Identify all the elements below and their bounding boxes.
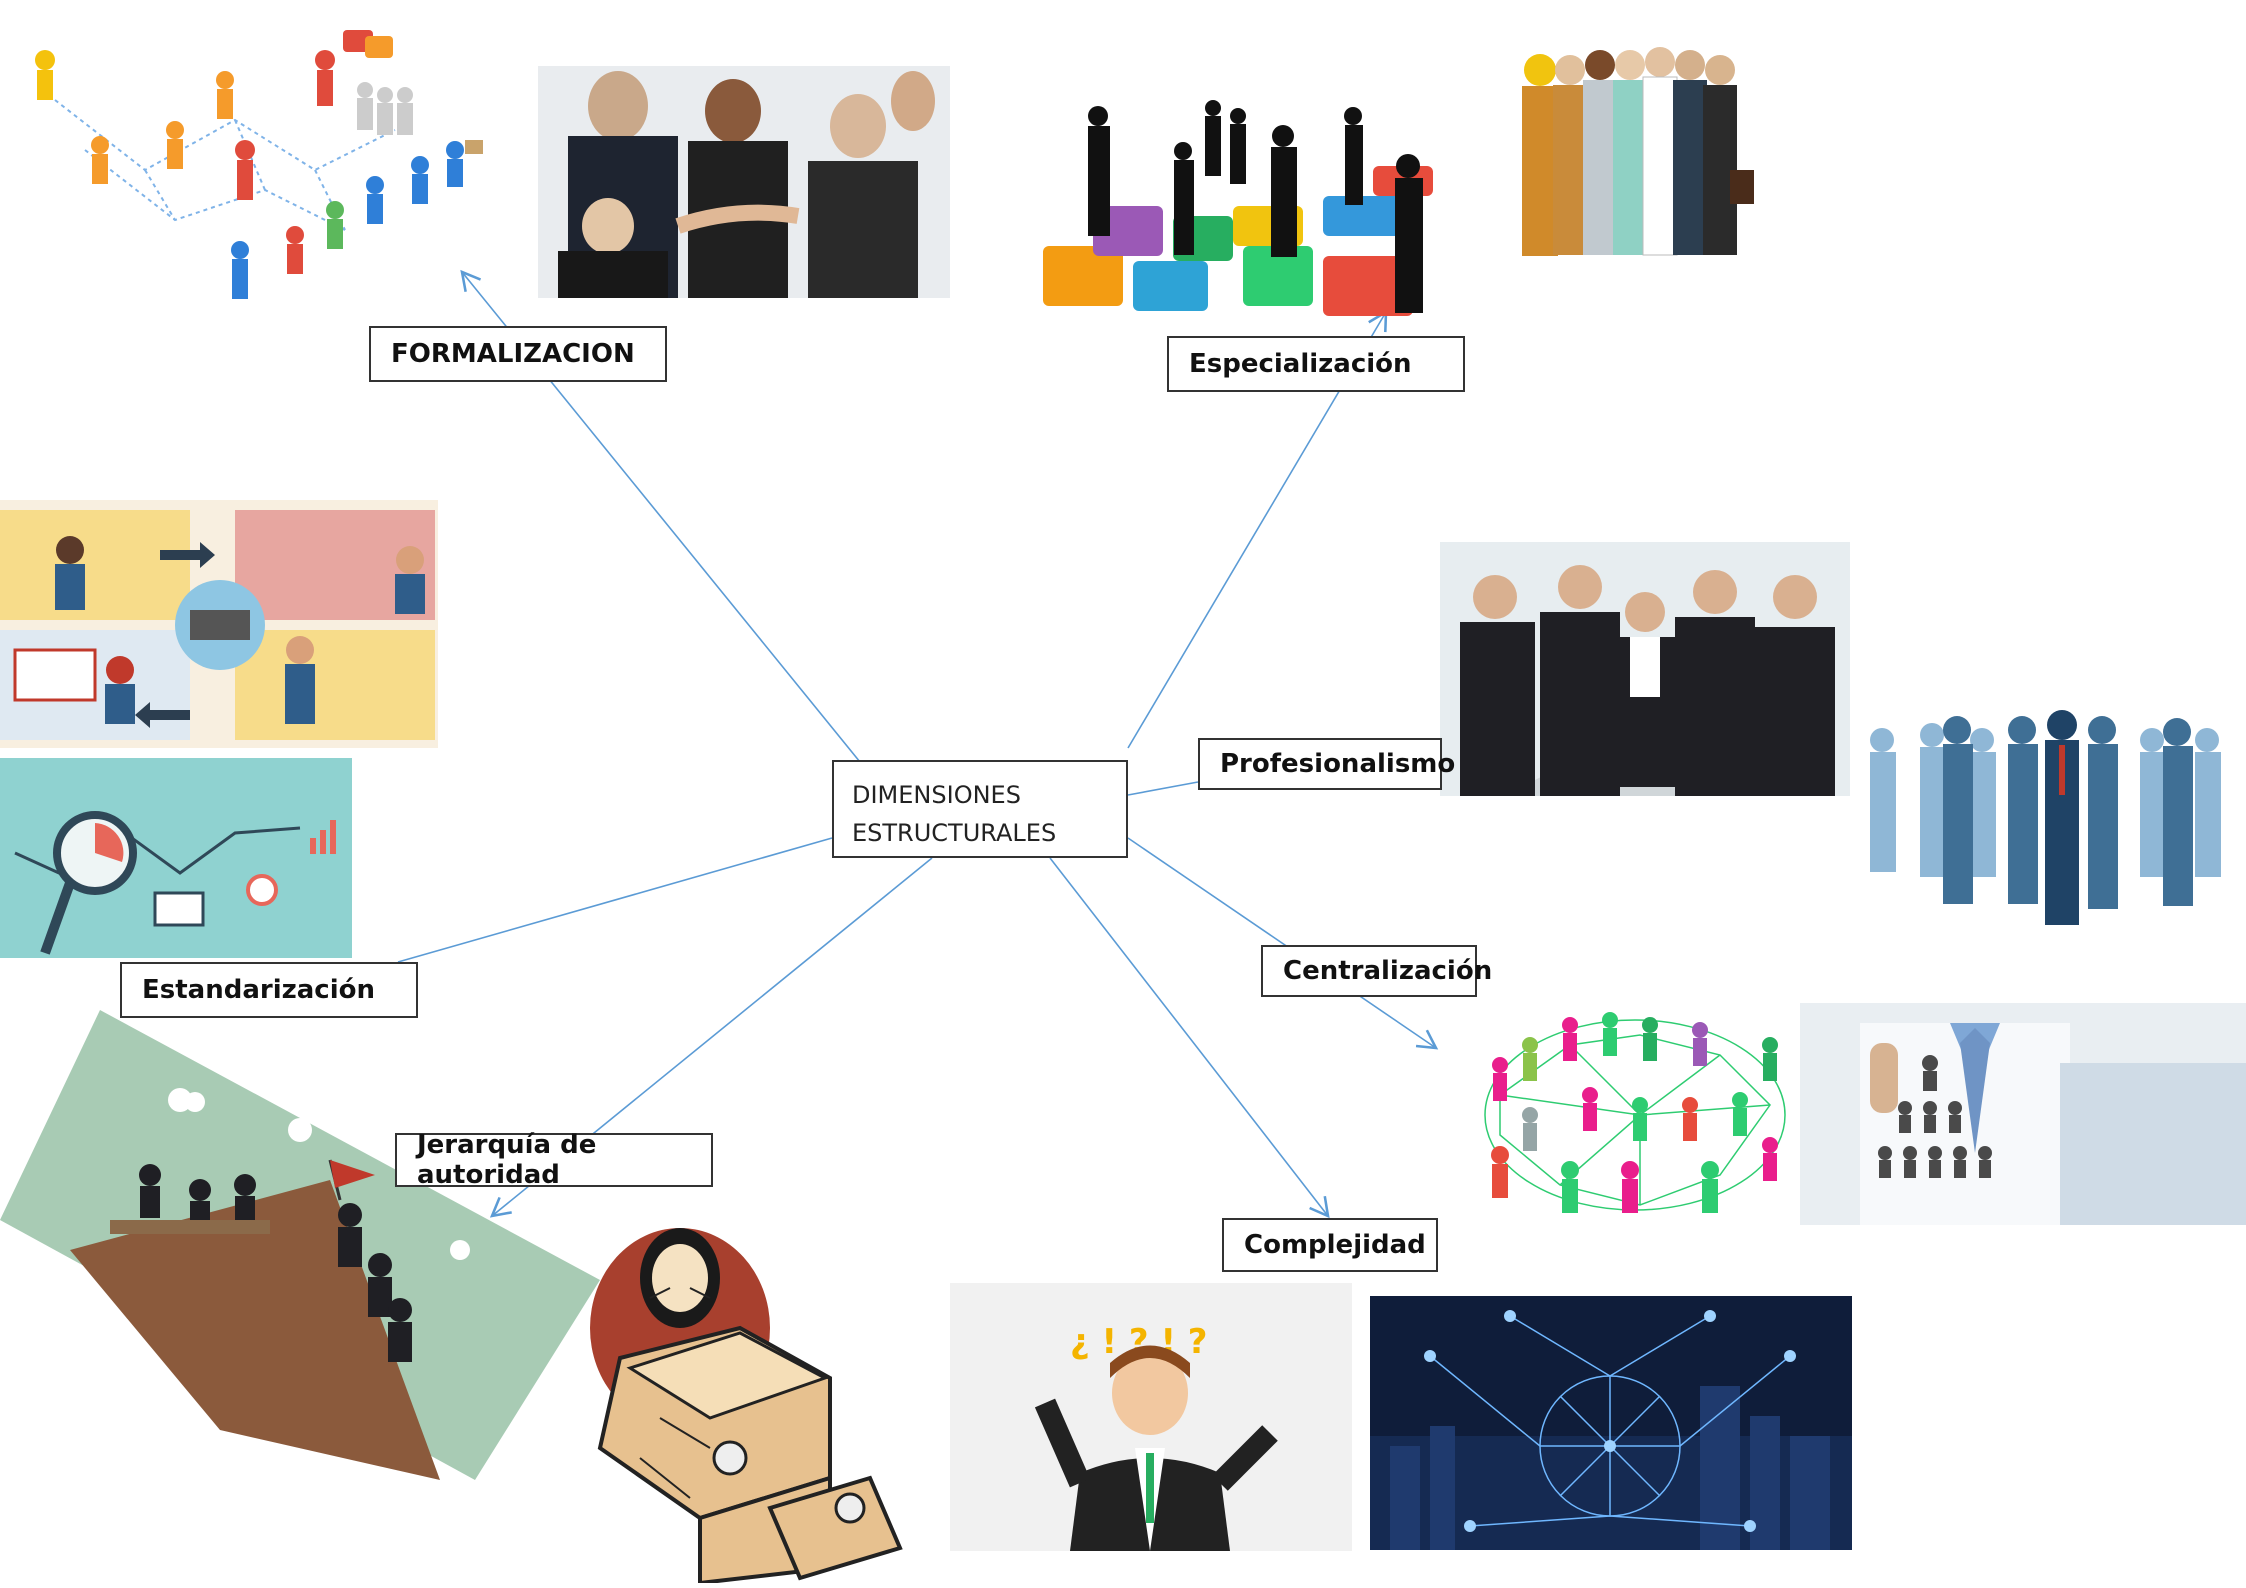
label-formalizacion: FORMALIZACION [369, 326, 667, 382]
people-network-image [1470, 1005, 1800, 1225]
hierarchy-touch-photo [1800, 1003, 2246, 1225]
arrow-complejidad [1049, 857, 1330, 1219]
walking-crowd-image [1852, 700, 2246, 938]
label-jerarquia: Jerarquía de autoridad [395, 1130, 713, 1190]
label-estandarizacion: Estandarización [120, 962, 418, 1018]
line-profesionalismo [1127, 781, 1199, 796]
boss-desk-clipart [570, 1218, 910, 1583]
business-handshake-photo [538, 66, 950, 298]
puzzle-silhouettes-image [1033, 96, 1463, 322]
line-estandarizacion [397, 837, 833, 963]
central-concept-line-1: DIMENSIONES [852, 781, 1021, 809]
confused-man-image: ¿ ! ? ! ? [950, 1283, 1352, 1551]
arrow-centralizacion [1127, 837, 1439, 1050]
label-profesionalismo: Profesionalismo [1198, 738, 1455, 790]
workers-cycle-image [0, 500, 438, 748]
central-concept-line-2: ESTRUCTURALES [852, 819, 1057, 847]
central-concept-box: DIMENSIONES ESTRUCTURALES [832, 760, 1128, 858]
label-centralizacion: Centralización [1261, 945, 1492, 997]
professions-group-photo [1500, 30, 1780, 290]
label-complejidad: Complejidad [1222, 1218, 1438, 1272]
analytics-chart-image [0, 758, 352, 958]
label-especializacion: Especialización [1167, 336, 1465, 392]
business-team-photo [1440, 542, 1850, 796]
hierarchy-climb-image [0, 1010, 600, 1480]
formalization-people-image [25, 20, 485, 320]
smart-city-image [1370, 1296, 1852, 1550]
